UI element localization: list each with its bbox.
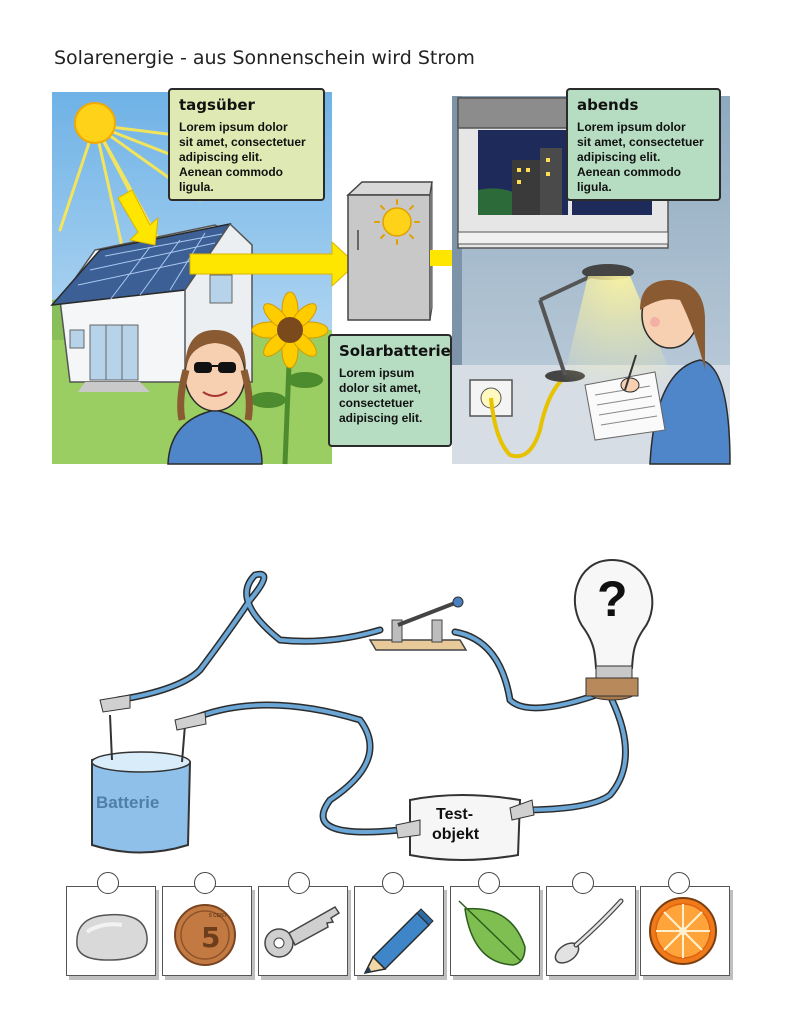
card-coin[interactable]: 5 5 CENT	[162, 886, 252, 976]
card-spoon[interactable]	[546, 886, 636, 976]
battery-label: Batterie	[96, 793, 160, 812]
girl-outdoor	[167, 330, 263, 465]
key-icon	[264, 906, 341, 958]
leaf-icon	[458, 900, 526, 966]
solar-panel	[77, 232, 223, 301]
test-object-label-1: Test-	[436, 806, 474, 823]
battery-icon	[91, 694, 207, 854]
sun-icon	[74, 102, 116, 144]
coin-icon: 5	[174, 904, 236, 966]
pin-orange	[668, 872, 690, 894]
orange-slice-icon	[649, 897, 717, 965]
sun-to-panel-arrow	[117, 189, 159, 246]
callout-battery-heading: Solarbatterie	[339, 342, 451, 360]
spoon-icon	[554, 898, 624, 964]
page-title: Solarenergie - aus Sonnenschein wird Str…	[54, 47, 475, 69]
desk-lamp	[538, 264, 680, 395]
cabinet-sun-icon	[382, 207, 412, 237]
outdoor-scene	[50, 92, 357, 465]
test-object-tag	[395, 794, 535, 861]
switch-icon	[368, 596, 468, 651]
pencil-icon	[363, 908, 434, 975]
card-leaf[interactable]	[450, 886, 540, 976]
solar-battery-cabinet	[346, 181, 433, 321]
light-bulb-icon	[573, 558, 654, 701]
girl-indoor	[584, 280, 731, 465]
wire-outlines	[114, 570, 629, 836]
house-to-battery-arrow	[189, 240, 357, 288]
pin-key	[288, 872, 310, 894]
callout-evening-heading: abends	[577, 96, 639, 114]
indoor-scene	[452, 96, 731, 465]
wires	[116, 572, 628, 834]
question-mark: ?	[597, 571, 628, 627]
card-pencil[interactable]	[354, 886, 444, 976]
pin-pencil	[382, 872, 404, 894]
pin-stone	[97, 872, 119, 894]
callout-day-heading: tagsüber	[179, 96, 255, 114]
card-stone[interactable]	[66, 886, 156, 976]
card-orange[interactable]	[640, 886, 730, 976]
coin-text: 5 CENT	[209, 913, 227, 919]
pin-coin	[194, 872, 216, 894]
sunflower	[250, 291, 329, 465]
pin-leaf	[478, 872, 500, 894]
coin-digit: 5	[201, 921, 220, 954]
test-object-label-2: objekt	[432, 826, 480, 843]
stone-icon	[76, 913, 148, 961]
pin-spoon	[572, 872, 594, 894]
card-key[interactable]	[258, 886, 348, 976]
